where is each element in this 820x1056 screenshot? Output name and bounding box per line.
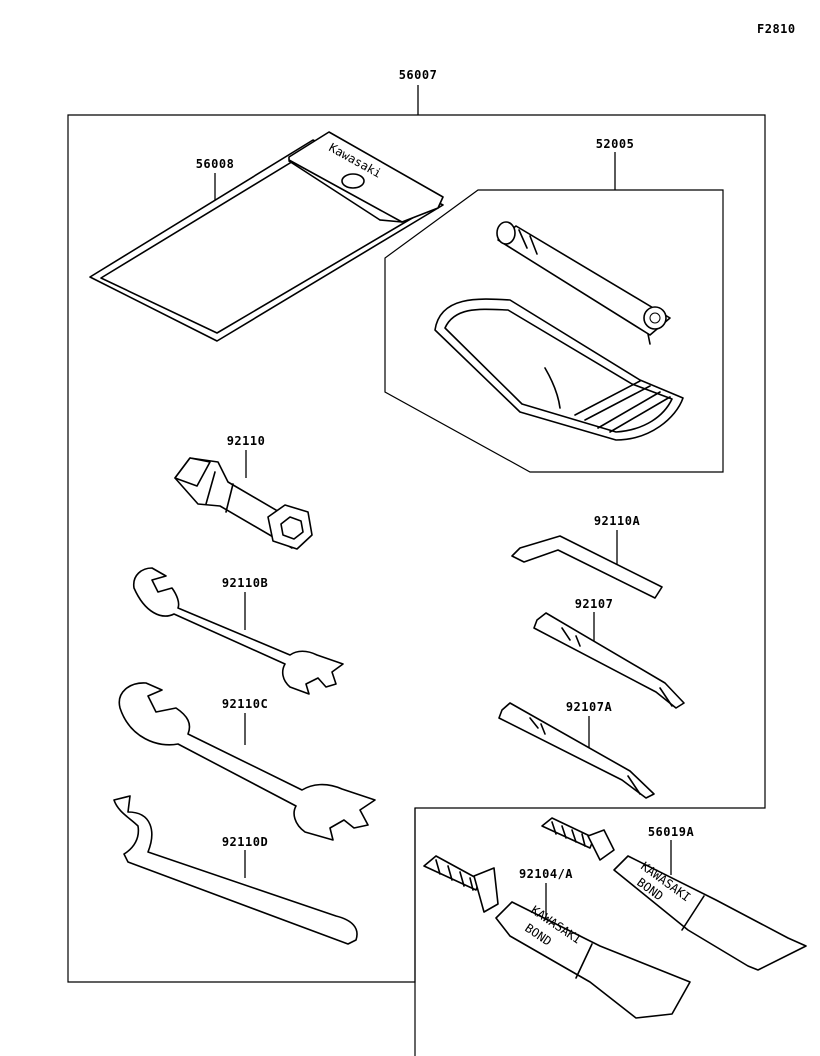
callout-92110C: 92110C xyxy=(221,697,269,711)
callout-56007: 56007 xyxy=(398,68,438,82)
small-wrench-illustration xyxy=(132,567,344,695)
screwdriver-bit-b-illustration xyxy=(498,702,655,799)
bond-tube-lower-illustration: KAWASAKI BOND xyxy=(423,855,691,1019)
callout-92107A: 92107A xyxy=(565,700,613,714)
bond-tube-upper-illustration: KAWASAKI BOND xyxy=(541,817,807,971)
screwdriver-bit-illustration xyxy=(533,612,685,709)
plug-wrench-illustration xyxy=(174,457,313,550)
figure-id-label: F2810 xyxy=(757,22,796,36)
callout-56008: 56008 xyxy=(195,157,235,171)
callout-92110B: 92110B xyxy=(221,576,269,590)
callout-92107: 92107 xyxy=(574,597,614,611)
callout-92110A: 92110A xyxy=(593,514,641,528)
callout-92110D: 92110D xyxy=(221,835,269,849)
callout-92104A: 92104/A xyxy=(518,867,574,881)
callout-56019A: 56019A xyxy=(647,825,695,839)
hook-wrench-illustration xyxy=(113,795,358,945)
callout-92110: 92110 xyxy=(226,434,266,448)
grease-set-frame xyxy=(384,189,724,473)
hex-key-illustration xyxy=(511,535,663,599)
large-wrench-illustration xyxy=(118,682,376,841)
tool-pouch-illustration: Kawasaki xyxy=(89,131,444,342)
grease-set-illustration xyxy=(434,221,684,441)
callout-52005: 52005 xyxy=(595,137,635,151)
